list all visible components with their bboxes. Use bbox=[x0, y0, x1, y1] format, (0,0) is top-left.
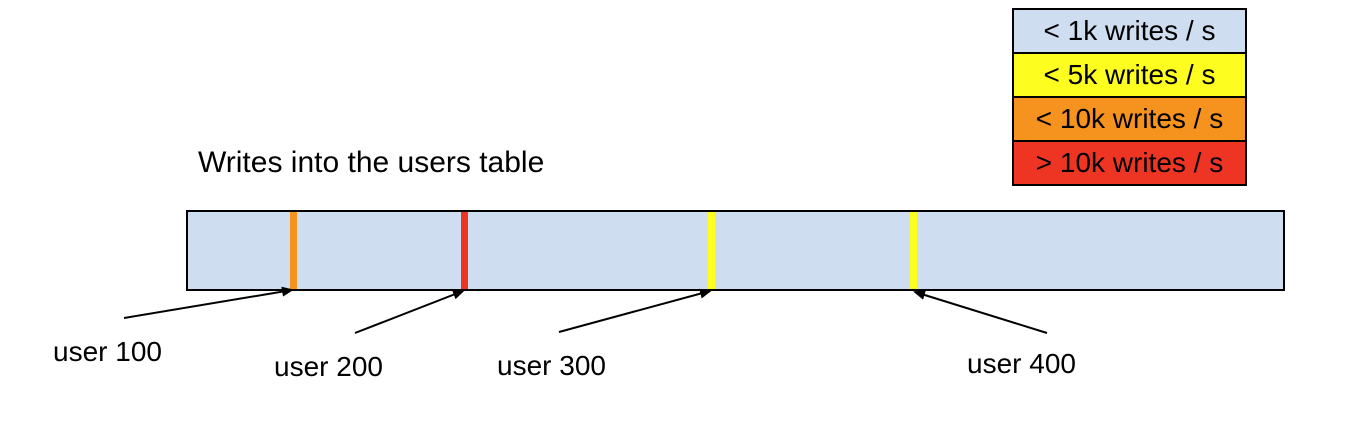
label-user-400: user 400 bbox=[967, 348, 1076, 379]
users-table-bar bbox=[186, 210, 1285, 291]
legend-item-2: < 10k writes / s bbox=[1012, 96, 1247, 142]
legend: < 1k writes / s < 5k writes / s < 10k writ… bbox=[1012, 8, 1247, 186]
arrow-user-300 bbox=[558, 288, 712, 333]
legend-item-label: < 1k writes / s bbox=[1043, 15, 1216, 46]
arrow-user-100 bbox=[123, 286, 294, 319]
legend-item-1: < 5k writes / s bbox=[1012, 52, 1247, 98]
legend-item-0: < 1k writes / s bbox=[1012, 8, 1247, 54]
marker-user-300 bbox=[708, 212, 715, 289]
legend-item-label: < 5k writes / s bbox=[1043, 59, 1216, 90]
legend-item-3: > 10k writes / s bbox=[1012, 140, 1247, 186]
legend-item-label: > 10k writes / s bbox=[1035, 147, 1224, 178]
marker-user-400 bbox=[910, 212, 917, 289]
arrow-user-200 bbox=[354, 289, 465, 334]
label-user-300: user 300 bbox=[497, 350, 606, 381]
diagram-title: Writes into the users table bbox=[198, 146, 545, 179]
legend-item-label: < 10k writes / s bbox=[1035, 103, 1224, 134]
marker-user-200 bbox=[461, 212, 468, 289]
arrow-user-400 bbox=[913, 290, 1048, 334]
label-user-100: user 100 bbox=[53, 336, 162, 367]
marker-user-100 bbox=[290, 212, 297, 289]
label-user-200: user 200 bbox=[274, 351, 383, 382]
